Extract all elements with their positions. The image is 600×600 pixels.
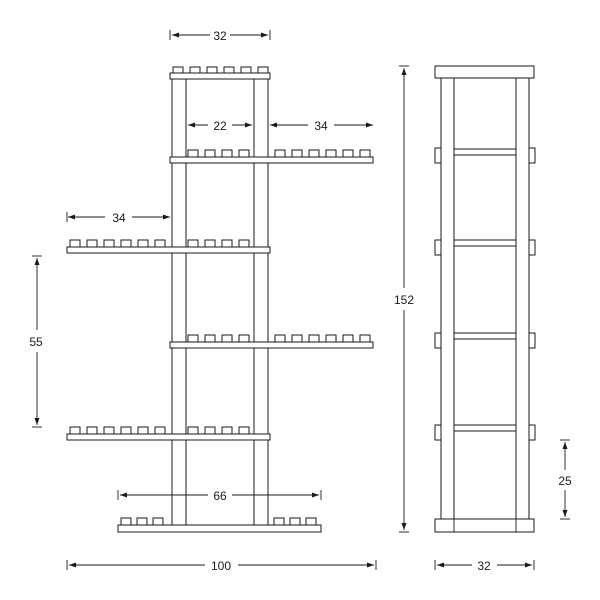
- dim-left-shelf-depth: 34: [66, 211, 170, 225]
- front-shelf-right-2: [169, 334, 374, 349]
- dim-label-front-top-width: 32: [213, 29, 227, 43]
- front-shelf-right-1: [169, 149, 374, 164]
- side-front-upright: [440, 77, 455, 520]
- dim-label-bottom-clearance: 25: [558, 474, 572, 488]
- dim-overall-height: 152: [394, 65, 414, 533]
- side-view: [434, 65, 536, 533]
- side-shelf-4: [434, 424, 536, 441]
- dim-inner-gap: 22: [188, 119, 252, 133]
- side-top: [434, 65, 535, 79]
- dim-shelf-spacing: 55: [29, 255, 43, 428]
- front-shelf-left-1: [66, 239, 271, 254]
- dim-label-base-width: 66: [213, 489, 227, 503]
- dim-label-inner-gap: 22: [213, 119, 227, 133]
- dim-bottom-clearance: 25: [558, 439, 572, 520]
- front-shelf-left-2: [66, 426, 271, 441]
- dim-label-left-shelf-depth: 34: [112, 211, 126, 225]
- dim-label-side-depth: 32: [477, 559, 491, 573]
- front-left-upright: [171, 77, 187, 526]
- side-shelf-1: [434, 147, 536, 164]
- dim-base-width: 66: [117, 489, 322, 503]
- side-rear-upright: [515, 77, 530, 520]
- front-top-shelf: [169, 66, 271, 80]
- front-base: [117, 517, 322, 533]
- front-right-upright: [253, 77, 269, 526]
- dim-front-top-width: 32: [169, 29, 271, 43]
- dim-side-depth: 32: [434, 559, 535, 573]
- dim-label-shelf-spacing: 55: [29, 335, 43, 349]
- side-shelf-2: [434, 239, 536, 256]
- dim-label-overall-width: 100: [211, 559, 231, 573]
- dim-label-right-shelf-depth: 34: [314, 119, 328, 133]
- front-view: [66, 66, 374, 533]
- side-base: [434, 518, 535, 533]
- dim-right-shelf-depth: 34: [270, 119, 373, 133]
- side-shelf-3: [434, 332, 536, 349]
- dim-label-overall-height: 152: [394, 293, 414, 307]
- dim-overall-width: 100: [66, 559, 377, 573]
